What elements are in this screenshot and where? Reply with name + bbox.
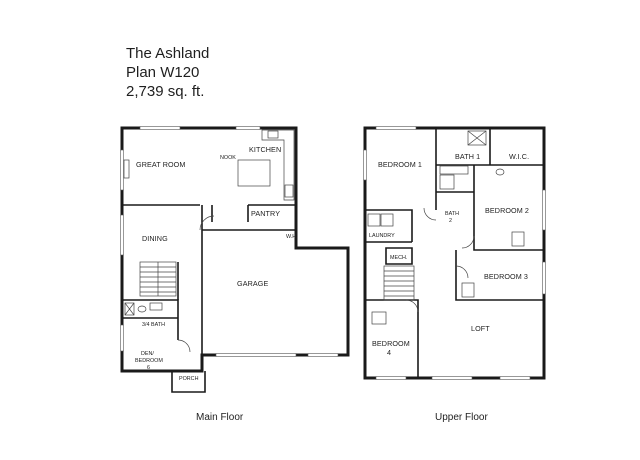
toilet xyxy=(137,305,147,313)
bath1-toilet xyxy=(495,168,505,176)
den-door-swing xyxy=(177,339,191,353)
label-bedroom4-line2: 4 xyxy=(387,348,391,357)
kitchen-window xyxy=(235,126,261,130)
pantry-walls xyxy=(248,204,297,230)
label-bath2-line2: 2 xyxy=(449,218,452,224)
plan-header: The Ashland Plan W120 2,739 sq. ft. xyxy=(126,44,209,101)
upper-floor-caption: Upper Floor xyxy=(435,412,488,423)
plan-number: Plan W120 xyxy=(126,64,200,81)
label-great-room: GREAT ROOM xyxy=(136,160,185,169)
porch-outline xyxy=(171,371,206,393)
label-nook: NOOK xyxy=(220,155,236,161)
bath1-vanity xyxy=(439,165,469,175)
label-water-heater: W.H. xyxy=(286,234,298,240)
main-floor-plan: GREAT ROOM NOOK KITCHEN PANTRY W.H. DINI… xyxy=(120,126,350,423)
bedroom1-door-swing xyxy=(423,207,437,221)
bedroom1-window xyxy=(375,126,417,130)
label-den-line1: DEN/ xyxy=(141,351,154,357)
label-dining: DINING xyxy=(142,234,168,243)
great-room-side-window xyxy=(120,149,124,191)
garage-door xyxy=(215,353,297,357)
dining-window xyxy=(120,214,124,256)
bedroom3-closet xyxy=(461,282,475,298)
label-bedroom3: BEDROOM 3 xyxy=(484,272,528,281)
bedroom3-door-swing xyxy=(455,265,469,279)
label-mech: MECH. xyxy=(390,255,407,261)
bedroom4-window xyxy=(375,376,407,380)
bath1-tub xyxy=(439,174,455,190)
upper-stairs xyxy=(383,265,415,301)
label-den-line2: BEDROOM xyxy=(135,358,163,364)
bedroom1-south-wall xyxy=(365,209,413,242)
bedroom4-door-swing xyxy=(405,299,419,313)
garage-side-door xyxy=(307,353,339,357)
kitchen-island xyxy=(237,159,271,187)
shower xyxy=(124,302,135,316)
label-three-quarter-bath: 3/4 BATH xyxy=(142,322,165,328)
bath-sink xyxy=(149,302,163,311)
loft-window-2 xyxy=(431,376,473,380)
bedroom2-window xyxy=(542,189,546,231)
label-bath2-line1: BATH xyxy=(445,211,459,217)
label-wic: W.I.C. xyxy=(509,152,529,161)
bedroom1-side-window xyxy=(363,149,367,181)
plan-area: 2,739 sq. ft. xyxy=(126,83,205,100)
label-kitchen: KITCHEN xyxy=(249,145,281,154)
main-stairs xyxy=(139,261,177,297)
kitchen-counter xyxy=(261,129,295,201)
mech-closet xyxy=(385,247,413,265)
kitchen-sink xyxy=(267,130,279,139)
refrigerator xyxy=(284,184,294,198)
bedroom3-window xyxy=(542,261,546,295)
bedroom2-walls xyxy=(473,165,544,251)
label-porch: PORCH xyxy=(179,376,199,382)
label-bedroom2: BEDROOM 2 xyxy=(485,206,529,215)
main-floor-exterior-wall xyxy=(120,126,350,373)
loft-window xyxy=(499,376,531,380)
great-room-window xyxy=(139,126,181,130)
bedroom4-walls xyxy=(365,299,419,378)
label-laundry: LAUNDRY xyxy=(369,233,395,239)
main-floor-caption: Main Floor xyxy=(196,412,244,423)
label-pantry: PANTRY xyxy=(251,209,280,218)
upper-floor-plan: BEDROOM 1 BATH 1 W.I.C. BATH 2 BEDROOM 2… xyxy=(363,126,546,423)
upper-floor-exterior-wall xyxy=(363,126,546,380)
bedroom3-walls xyxy=(455,250,544,301)
bath1-shower xyxy=(467,130,487,146)
label-den-line3: 6 xyxy=(147,365,150,371)
label-garage: GARAGE xyxy=(237,279,268,288)
plan-name: The Ashland xyxy=(126,45,210,62)
fireplace xyxy=(123,159,130,179)
bedroom2-closet xyxy=(511,231,525,247)
label-bedroom4-line1: BEDROOM xyxy=(372,339,410,348)
garage-entry-door-swing xyxy=(199,215,215,231)
washer xyxy=(367,213,381,227)
bedroom4-closet xyxy=(371,311,387,325)
label-bath1: BATH 1 xyxy=(455,152,480,161)
den-window xyxy=(120,324,124,352)
bedroom2-door-swing xyxy=(461,235,475,249)
dryer xyxy=(380,213,394,227)
label-bedroom1: BEDROOM 1 xyxy=(378,160,422,169)
label-loft: LOFT xyxy=(471,324,490,333)
